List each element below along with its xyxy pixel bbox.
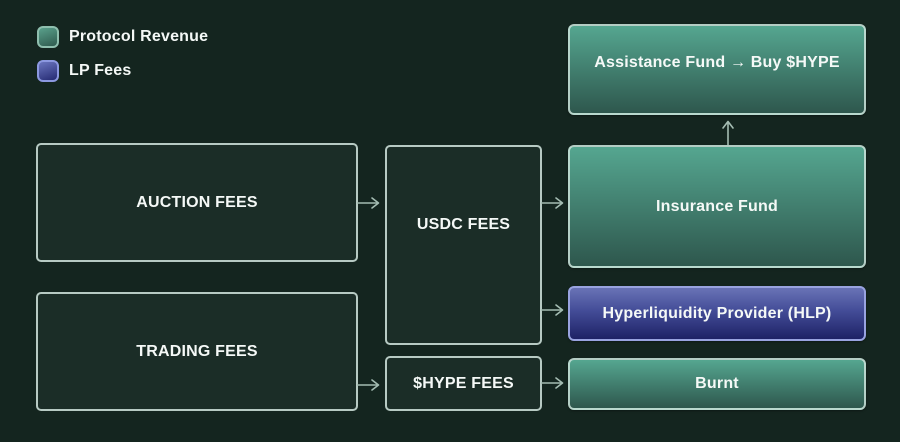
node-burnt: Burnt [568,358,866,410]
node-insurance-fund: Insurance Fund [568,145,866,268]
arrow-usdc-to-insurance-icon [541,195,567,211]
node-label: Insurance Fund [656,197,778,215]
node-label: $HYPE FEES [413,374,514,392]
node-label: Assistance Fund → Buy $HYPE [594,54,840,71]
legend: Protocol Revenue LP Fees [37,26,208,94]
arrow-trading-to-hype-icon [357,377,383,393]
node-assistance-fund-buy-hype: Assistance Fund → Buy $HYPE [568,24,866,115]
node-hype-fees: $HYPE FEES [385,356,542,411]
arrow-hype-to-burnt-icon [541,375,567,391]
legend-label: LP Fees [69,62,132,79]
node-usdc-fees: USDC FEES [385,145,542,345]
node-label: Burnt [695,375,739,392]
protocol-revenue-swatch-icon [37,26,59,48]
legend-item-lp-fees: LP Fees [37,60,208,82]
node-label: TRADING FEES [136,342,258,360]
node-trading-fees: TRADING FEES [36,292,358,411]
node-auction-fees: AUCTION FEES [36,143,358,262]
node-label: AUCTION FEES [136,193,258,211]
legend-label: Protocol Revenue [69,28,209,45]
node-label: Hyperliquidity Provider (HLP) [602,304,832,322]
arrow-insurance-to-assistance-icon [720,117,736,145]
arrow-usdc-to-hlp-icon [541,302,567,318]
lp-fees-swatch-icon [37,60,59,82]
node-label: USDC FEES [416,216,511,233]
node-hyperliquidity-provider-hlp: Hyperliquidity Provider (HLP) [568,286,866,341]
arrow-auction-to-usdc-icon [357,195,383,211]
legend-item-protocol-revenue: Protocol Revenue [37,26,208,48]
